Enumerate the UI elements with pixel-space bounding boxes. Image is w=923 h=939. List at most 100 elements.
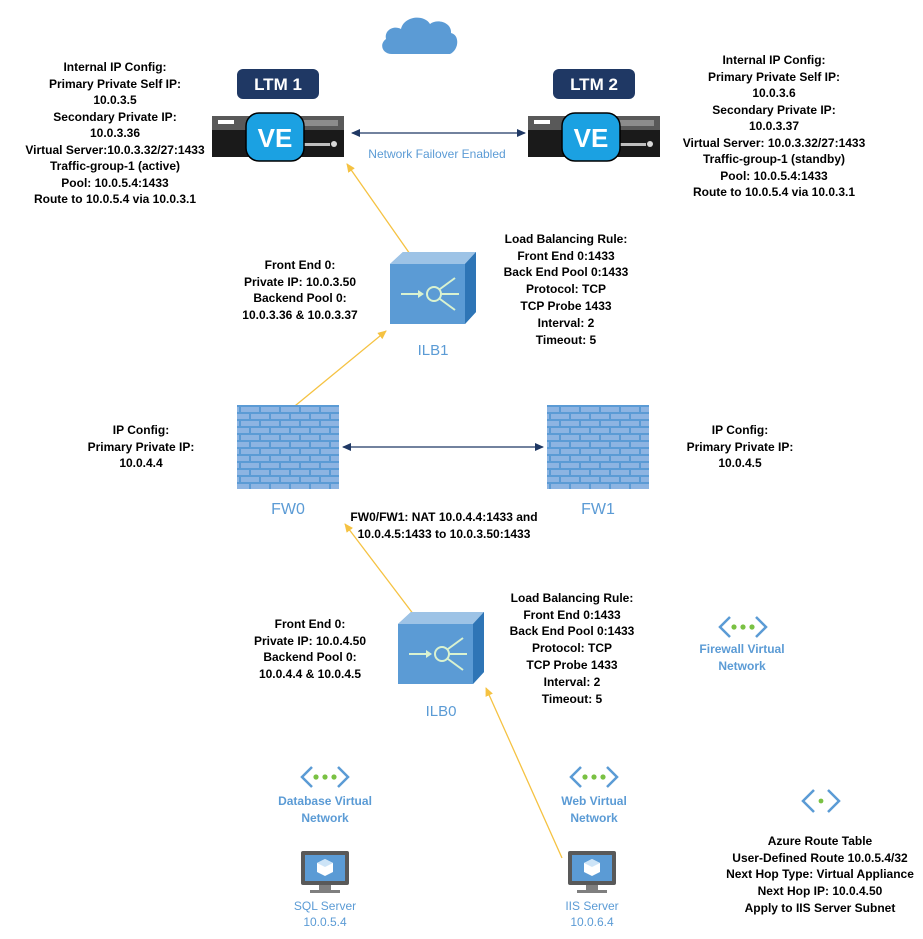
ltm2-badge-label: LTM 2 [570,75,618,94]
fw0-config-line: 10.0.4.4 [119,456,163,470]
ilb0-frontend-line: Front End 0: [275,617,346,631]
arrow-ilb1-to-ltm1 [346,163,411,255]
ilb0-frontend-line: Backend Pool 0: [263,650,356,664]
ilb1-frontend-line: Backend Pool 0: [253,291,346,305]
cloud-icon [382,17,458,54]
web-vnet-label: Web Virtual [561,794,627,808]
ilb0-name: ILB0 [426,703,457,720]
ltm1-badge-label: LTM 1 [254,75,302,94]
ltm1-config-line: Virtual Server:10.0.3.32/27:1433 [25,143,205,157]
ilb1-rule-line: Front End 0:1433 [517,249,615,263]
ltm1-config: Internal IP Config: Primary Private Self… [25,60,205,206]
nat-label: FW0/FW1: NAT 10.0.4.4:1433 and 10.0.4.5:… [350,510,537,541]
ilb0-frontend-line: Private IP: 10.0.4.50 [254,634,366,648]
ilb1-frontend-config: Front End 0: Private IP: 10.0.3.50 Backe… [242,258,358,322]
fw0-firewall-icon [237,405,339,489]
ilb0-rule-line: Protocol: TCP [532,641,612,655]
ltm2-config-line: 10.0.3.6 [752,86,796,100]
fw1-config-line: 10.0.4.5 [718,456,762,470]
ltm1-config-line: Traffic-group-1 (active) [50,159,180,173]
ilb1-frontend-line: 10.0.3.36 & 10.0.3.37 [242,308,358,322]
fw0-config: IP Config: Primary Private IP: 10.0.4.4 [88,423,195,470]
ilb0-rule-line: Load Balancing Rule: [511,591,634,605]
route-table-line: Azure Route Table [768,834,873,848]
fw0-name: FW0 [271,501,305,518]
ltm1-config-line: Route to 10.0.5.4 via 10.0.3.1 [34,192,196,206]
ilb0-load-balancer-icon [398,612,484,684]
route-table-config: Azure Route Table User-Defined Route 10.… [726,834,914,915]
fw0-config-line: IP Config: [113,423,169,437]
fw1-config: IP Config: Primary Private IP: 10.0.4.5 [687,423,794,470]
route-table-line: Apply to IIS Server Subnet [745,901,896,915]
sql-server-ip: 10.0.5.4 [303,915,347,929]
failover-label: Network Failover Enabled [368,147,505,161]
ilb1-rule-line: Protocol: TCP [526,282,606,296]
ilb1-name: ILB1 [418,342,449,359]
ltm2-config-line: Primary Private Self IP: [708,70,840,84]
ilb1-frontend-line: Front End 0: [265,258,336,272]
ilb0-rule-line: Timeout: 5 [542,692,603,706]
database-vnet-icon [300,766,350,788]
ltm2-appliance: LTM 2 VE [528,69,660,162]
ilb0-rule-line: Back End Pool 0:1433 [510,624,635,638]
ltm1-config-line: 10.0.3.36 [90,126,140,140]
ltm1-badge [237,69,319,99]
ltm1-config-line: 10.0.3.5 [93,93,137,107]
ilb1-rule-config: Load Balancing Rule: Front End 0:1433 Ba… [504,232,629,347]
ilb0-rule-line: Front End 0:1433 [523,608,621,622]
fw1-config-line: IP Config: [712,423,768,437]
ilb0-frontend-config: Front End 0: Private IP: 10.0.4.50 Backe… [254,617,366,681]
arrow-ilb0-to-fw0 [344,523,415,616]
ilb1-rule-line: Back End Pool 0:1433 [504,265,629,279]
ltm1-config-line: Pool: 10.0.5.4:1433 [61,176,169,190]
ltm1-ve-label: VE [258,123,293,153]
database-vnet-label: Database Virtual [278,794,372,808]
firewall-vnet-icon [718,616,768,638]
route-table-line: Next Hop IP: 10.0.4.50 [758,884,883,898]
sql-server-name: SQL Server [294,899,356,913]
ltm1-config-line: Primary Private Self IP: [49,77,181,91]
nat-label-line: 10.0.4.5:1433 to 10.0.3.50:1433 [358,527,531,541]
iis-server-name: IIS Server [565,899,618,913]
ilb1-rule-line: Timeout: 5 [536,333,597,347]
ltm1-config-line: Secondary Private IP: [53,110,176,124]
iis-server-ip: 10.0.6.4 [570,915,614,929]
ilb1-frontend-line: Private IP: 10.0.3.50 [244,275,356,289]
fw1-config-line: Primary Private IP: [687,440,794,454]
web-vnet-icon [569,766,619,788]
fw0-config-line: Primary Private IP: [88,440,195,454]
ilb1-rule-line: Load Balancing Rule: [505,232,628,246]
route-table-line: Next Hop Type: Virtual Appliance [726,867,914,881]
ltm2-config-line: Virtual Server: 10.0.3.32/27:1433 [683,136,866,150]
arrow-fw0-to-ilb1 [289,330,387,411]
ltm2-config-line: Traffic-group-1 (standby) [703,152,845,166]
ltm2-badge [553,69,635,99]
fw1-name: FW1 [581,501,615,518]
ilb1-load-balancer-icon [390,252,476,324]
ltm2-config-line: 10.0.3.37 [749,119,799,133]
ilb0-frontend-line: 10.0.4.4 & 10.0.4.5 [259,667,361,681]
ltm1-appliance: LTM 1 VE [212,69,344,162]
route-table-icon [801,789,841,813]
ilb0-rule-line: Interval: 2 [544,675,601,689]
ilb0-rule-config: Load Balancing Rule: Front End 0:1433 Ba… [510,591,635,706]
ltm2-ve-label: VE [574,123,609,153]
ilb1-rule-line: TCP Probe 1433 [520,299,611,313]
ltm2-config: Internal IP Config: Primary Private Self… [683,53,866,199]
ilb0-rule-line: TCP Probe 1433 [526,658,617,672]
iis-server-vm-icon [568,851,616,893]
fw1-firewall-icon [547,405,649,489]
ltm2-config-line: Route to 10.0.5.4 via 10.0.3.1 [693,185,855,199]
route-table-line: User-Defined Route 10.0.5.4/32 [732,851,908,865]
nat-label-line: FW0/FW1: NAT 10.0.4.4:1433 and [350,510,537,524]
firewall-vnet-label: Network [718,659,766,673]
firewall-vnet-label: Firewall Virtual [699,642,784,656]
ltm2-config-line: Internal IP Config: [722,53,825,67]
web-vnet-label: Network [570,811,618,825]
ltm1-config-line: Internal IP Config: [63,60,166,74]
database-vnet-label: Network [301,811,349,825]
ltm2-config-line: Pool: 10.0.5.4:1433 [720,169,828,183]
ltm2-config-line: Secondary Private IP: [712,103,835,117]
sql-server-vm-icon [301,851,349,893]
